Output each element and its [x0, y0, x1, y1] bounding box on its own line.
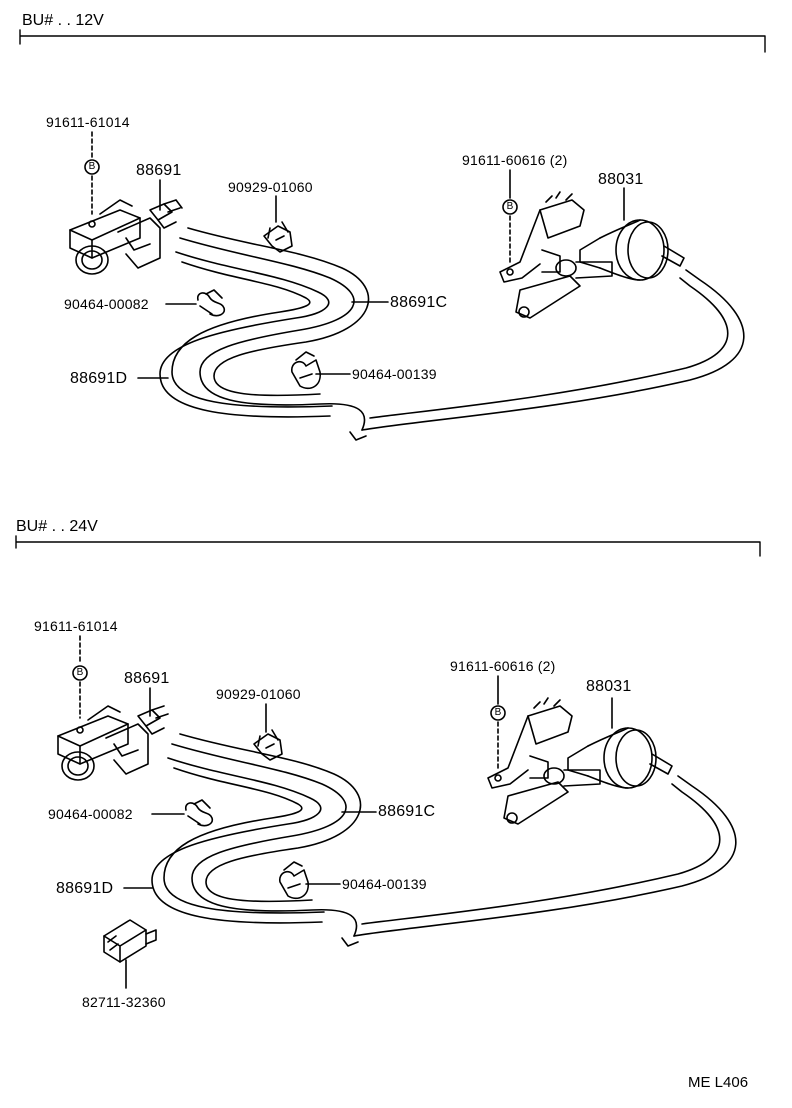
part-label-hose-c: 88691C [390, 294, 448, 311]
bolt-marker-icon [84, 159, 100, 175]
section-header-24v: BU# . . 24V [16, 518, 98, 535]
figure-code: ME L406 [688, 1074, 749, 1091]
section-bracket [15, 535, 761, 557]
vsv-valve-icon [57, 705, 169, 781]
clamp-90464-00139-icon [291, 351, 321, 390]
part-label-clamp-mid: 90464-00139 [342, 876, 427, 892]
panel-bottom-art [15, 535, 761, 989]
part-label-hose-d: 88691D [70, 370, 128, 387]
vsv-valve-icon [69, 199, 183, 275]
part-label-hose-d: 88691D [56, 880, 114, 897]
clamp-90464-00082-icon [196, 289, 226, 317]
part-label-bolt-right: 91611-60616 (2) [450, 658, 556, 674]
section-bracket [19, 29, 766, 53]
hose-88691c-icon [179, 227, 370, 431]
part-label-valve: 88691 [136, 162, 182, 179]
actuator-88031-icon [499, 191, 685, 319]
bolt-marker-label: B [506, 201, 514, 212]
part-label-valve: 88691 [124, 670, 170, 687]
bolt-marker-icon [72, 665, 88, 681]
clip-90929-01060-icon [263, 221, 293, 253]
part-label-connector: 82711-32360 [82, 994, 166, 1010]
panel-top-art [19, 29, 766, 441]
part-label-clamp-left: 90464-00082 [64, 296, 149, 312]
section-header-12v: BU# . . 12V [22, 12, 104, 29]
bolt-marker-icon [490, 705, 506, 721]
hose-88691d-icon [151, 757, 737, 947]
bolt-marker-label: B [76, 667, 84, 678]
part-label-clamp-left: 90464-00082 [48, 806, 133, 822]
bolt-marker-icon [502, 199, 518, 215]
bolt-marker-label: B [88, 161, 96, 172]
part-label-clamp-mid: 90464-00139 [352, 366, 437, 382]
hose-88691d-icon [159, 251, 745, 441]
bolt-marker-label: B [494, 707, 502, 718]
connector-82711-32360-icon [103, 919, 157, 963]
part-label-actuator: 88031 [586, 678, 632, 695]
part-label-bolt-right: 91611-60616 (2) [462, 152, 568, 168]
part-label-clip-top: 90929-01060 [228, 179, 313, 195]
part-label-actuator: 88031 [598, 171, 644, 188]
part-label-bolt-left: 91611-61014 [46, 114, 130, 130]
part-label-hose-c: 88691C [378, 803, 436, 820]
part-label-bolt-left: 91611-61014 [34, 618, 118, 634]
hose-88691c-icon [171, 733, 362, 937]
part-label-clip-top: 90929-01060 [216, 686, 301, 702]
clamp-90464-00139-icon [279, 861, 309, 900]
clamp-90464-00082-icon [184, 799, 214, 827]
clip-90929-01060-icon [253, 729, 283, 761]
actuator-88031-icon [487, 697, 673, 825]
